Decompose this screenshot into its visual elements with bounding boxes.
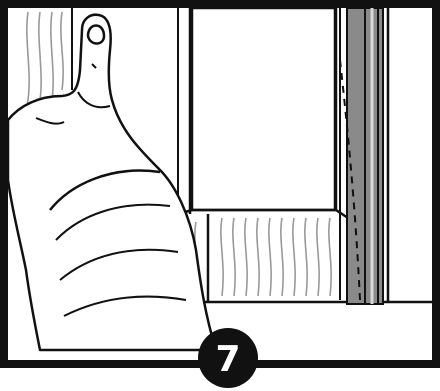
step-number: 7 <box>215 339 240 380</box>
upper-sash-panel <box>192 8 335 210</box>
